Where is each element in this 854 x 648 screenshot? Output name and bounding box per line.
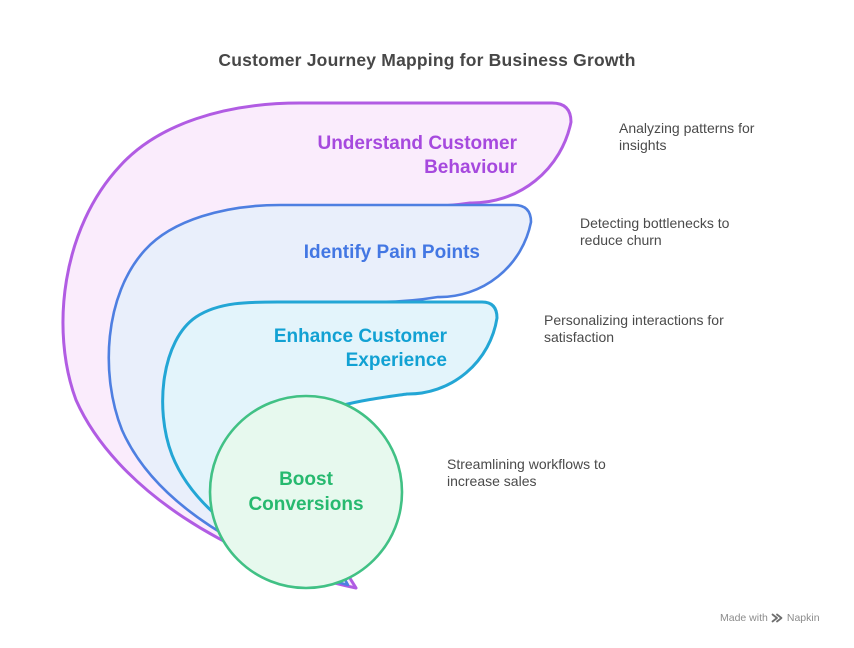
napkin-logo-icon — [771, 613, 783, 623]
stage-4-label: Boost Conversions — [248, 469, 364, 515]
stage-2-description: Detecting bottlenecks to reduce churn — [580, 215, 730, 248]
stage-1-label: Understand Customer Behaviour — [317, 133, 517, 178]
watermark-made-with-text: Made with — [720, 612, 768, 624]
watermark: Made with Napkin — [720, 612, 820, 624]
diagram-title: Customer Journey Mapping for Business Gr… — [218, 50, 636, 70]
stage-2-label: Identify Pain Points — [303, 242, 480, 263]
stage-4-description: Streamlining workflows to increase sales — [447, 456, 606, 489]
stage-3-description: Personalizing interactions for satisfact… — [544, 312, 724, 345]
watermark-brand-text: Napkin — [786, 612, 820, 624]
stage-3-label: Enhance Customer Experience — [273, 326, 447, 371]
stage-4-shape-boost-conversions — [208, 394, 404, 590]
stage-1-description: Analyzing patterns for insights — [619, 120, 755, 153]
